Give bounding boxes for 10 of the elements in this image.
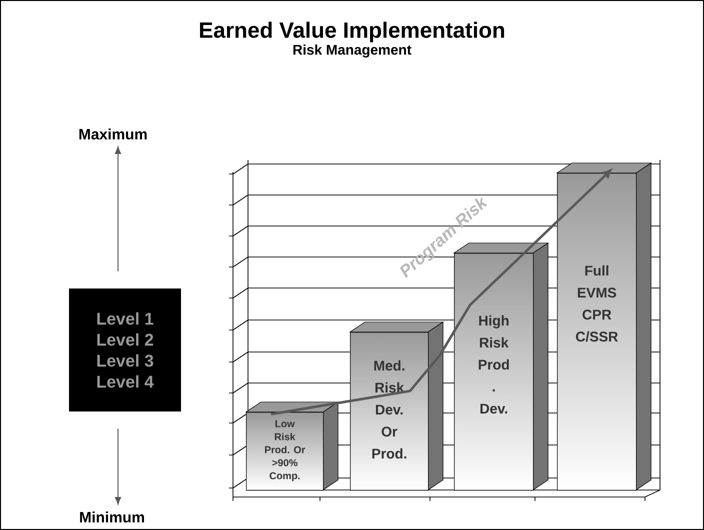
arrow [114,428,122,504]
subtitle: Risk Management [293,44,412,58]
level-box: Level 1 Level 2 Level 3 Level 4 [69,288,181,412]
arrow [114,146,122,272]
axis-label: Minimum [80,512,144,522]
trend-line [348,330,456,402]
axis-label: Maximum [79,128,147,140]
trend-line [452,170,612,333]
title: Earned Value Implementation [200,22,504,42]
trend-line [270,400,352,416]
